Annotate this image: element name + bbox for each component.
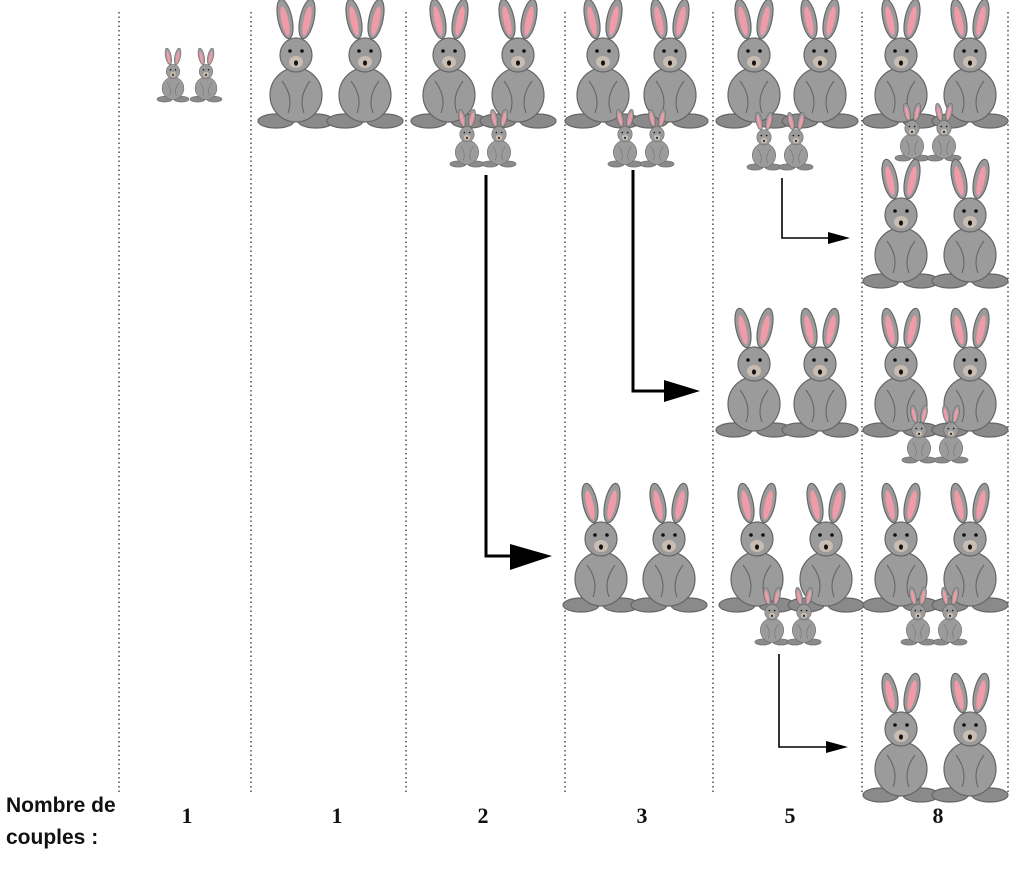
arrow-icon — [484, 175, 552, 570]
rabbit-icon — [715, 0, 793, 129]
pair-count-label: Nombre de couples : — [6, 790, 146, 854]
rabbit-pair-adult — [257, 0, 404, 129]
arrow-icon — [781, 178, 850, 244]
rabbit-pair-adult — [715, 0, 859, 129]
rabbit-pair-baby — [894, 102, 962, 162]
rabbit-pair-adult — [862, 157, 1009, 289]
rabbit-pair-adult — [862, 306, 1009, 438]
pair-count: 1 — [331, 803, 343, 828]
rabbit-icon — [257, 0, 335, 129]
rabbit-icon — [156, 47, 190, 103]
rabbit-icon — [326, 0, 404, 129]
rabbit-icon — [564, 0, 642, 129]
rabbit-pair-adult — [562, 481, 708, 613]
rabbit-icon — [931, 157, 1009, 289]
rabbit-icon — [410, 0, 488, 129]
rabbit-icon — [562, 481, 640, 613]
rabbit-icon — [862, 306, 940, 438]
rabbit-icon — [631, 0, 709, 129]
rabbit-icon — [630, 481, 708, 613]
rabbit-icon — [931, 671, 1009, 803]
arrow-icon — [631, 170, 700, 402]
label-line-1: Nombre de — [6, 794, 116, 817]
rabbit-icon — [479, 0, 557, 129]
pair-count: 2 — [477, 803, 489, 828]
arrow-icon — [778, 654, 848, 753]
rabbit-icon — [862, 481, 940, 613]
rabbit-icon — [781, 306, 859, 438]
pair-count: 8 — [932, 803, 944, 828]
rabbit-pair-baby — [156, 47, 223, 103]
rabbit-icon — [862, 671, 940, 803]
pair-count: 1 — [181, 803, 193, 828]
rabbit-icon — [718, 481, 796, 613]
rabbit-icon — [189, 47, 223, 103]
growth-arrows — [484, 170, 850, 753]
rabbit-pair-adult — [718, 481, 865, 613]
rabbit-icon — [781, 0, 859, 129]
pair-count: 5 — [784, 803, 796, 828]
rabbit-icon — [862, 0, 940, 129]
rabbit-pair-adult — [410, 0, 557, 129]
rabbit-pair-adult — [862, 481, 1009, 613]
pair-count: 3 — [636, 803, 648, 828]
rabbit-icon — [931, 0, 1009, 129]
rabbit-icon — [931, 306, 1009, 438]
rabbit-icon — [862, 157, 940, 289]
rabbit-pair-adult — [564, 0, 709, 129]
rabbit-icon — [715, 306, 793, 438]
rabbit-pair-adult — [862, 671, 1009, 803]
rabbit-pair-adult — [715, 306, 859, 438]
rabbit-pair-baby — [754, 586, 822, 646]
label-line-2: couples : — [6, 826, 99, 849]
rabbit-pair-baby — [900, 586, 968, 646]
